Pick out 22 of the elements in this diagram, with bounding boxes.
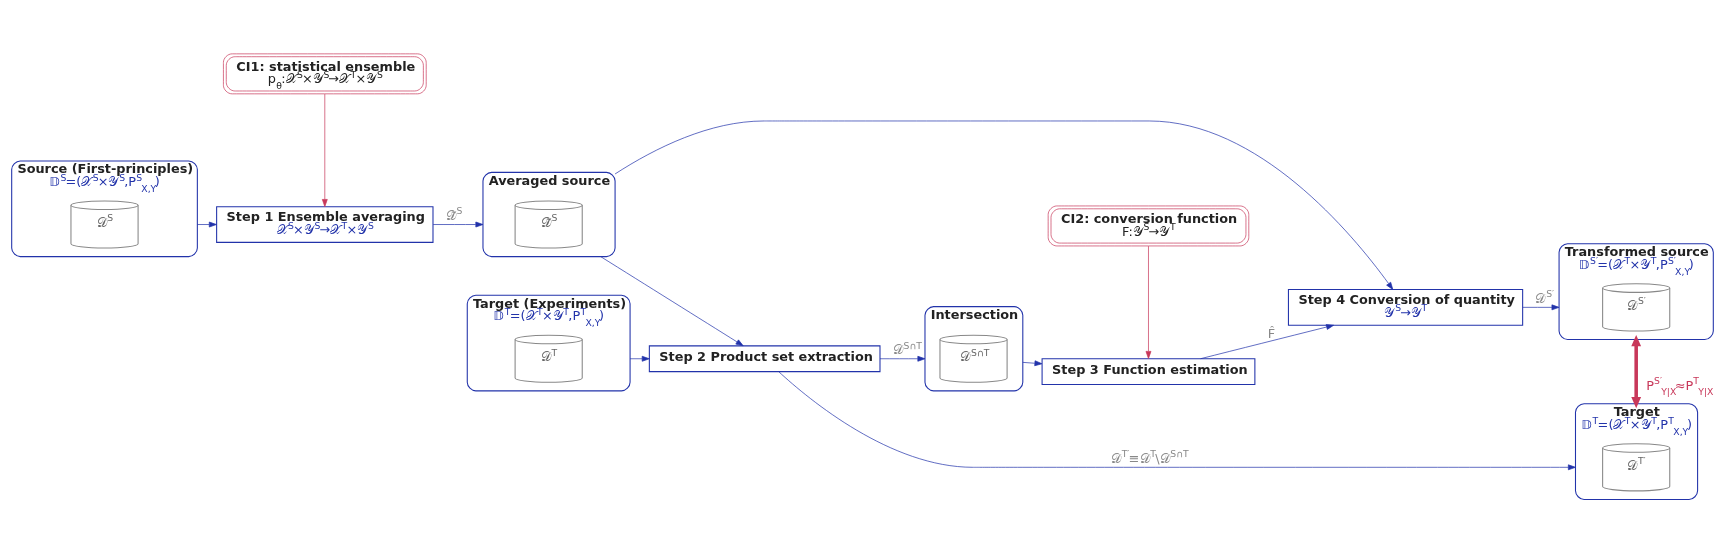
node-box: Step 4 Conversion of quantity 𝒴$^{S}$→𝒴$^{T}$ (1287, 288, 1524, 326)
edge-label: 𝒟$^{S′}$ (1535, 287, 1555, 306)
arrow (629, 355, 650, 362)
edge-label: 𝒟̃$^{S}$ (445, 204, 463, 223)
edge-label: 𝒟$^{S∩T}$ (892, 339, 922, 357)
arrow (1631, 334, 1642, 408)
node-box: Step 1 Ensemble averaging 𝒳$^{S}$×𝒴$^{S}$→𝒳$^{T}$×𝒴$^{S}$ (216, 205, 434, 243)
arrow (432, 221, 484, 227)
edge-label: F̂ (1267, 325, 1276, 341)
arrow (1200, 323, 1334, 359)
arrow (1145, 245, 1152, 359)
node-box: Step 2 Product set extraction (648, 344, 881, 372)
arrow (321, 93, 328, 207)
arrow (1522, 304, 1560, 310)
node-box: Step 3 Function estimation (1041, 357, 1256, 385)
arrow (614, 120, 1394, 290)
arrow (879, 355, 926, 362)
arrow (600, 255, 744, 346)
edge-label: 𝒟$^{T′}$≡𝒟$^{T}$\𝒟$^{S∩T}$ (1110, 447, 1189, 466)
arrow (197, 221, 217, 227)
arrow (1022, 359, 1043, 366)
arrow (778, 370, 1576, 470)
